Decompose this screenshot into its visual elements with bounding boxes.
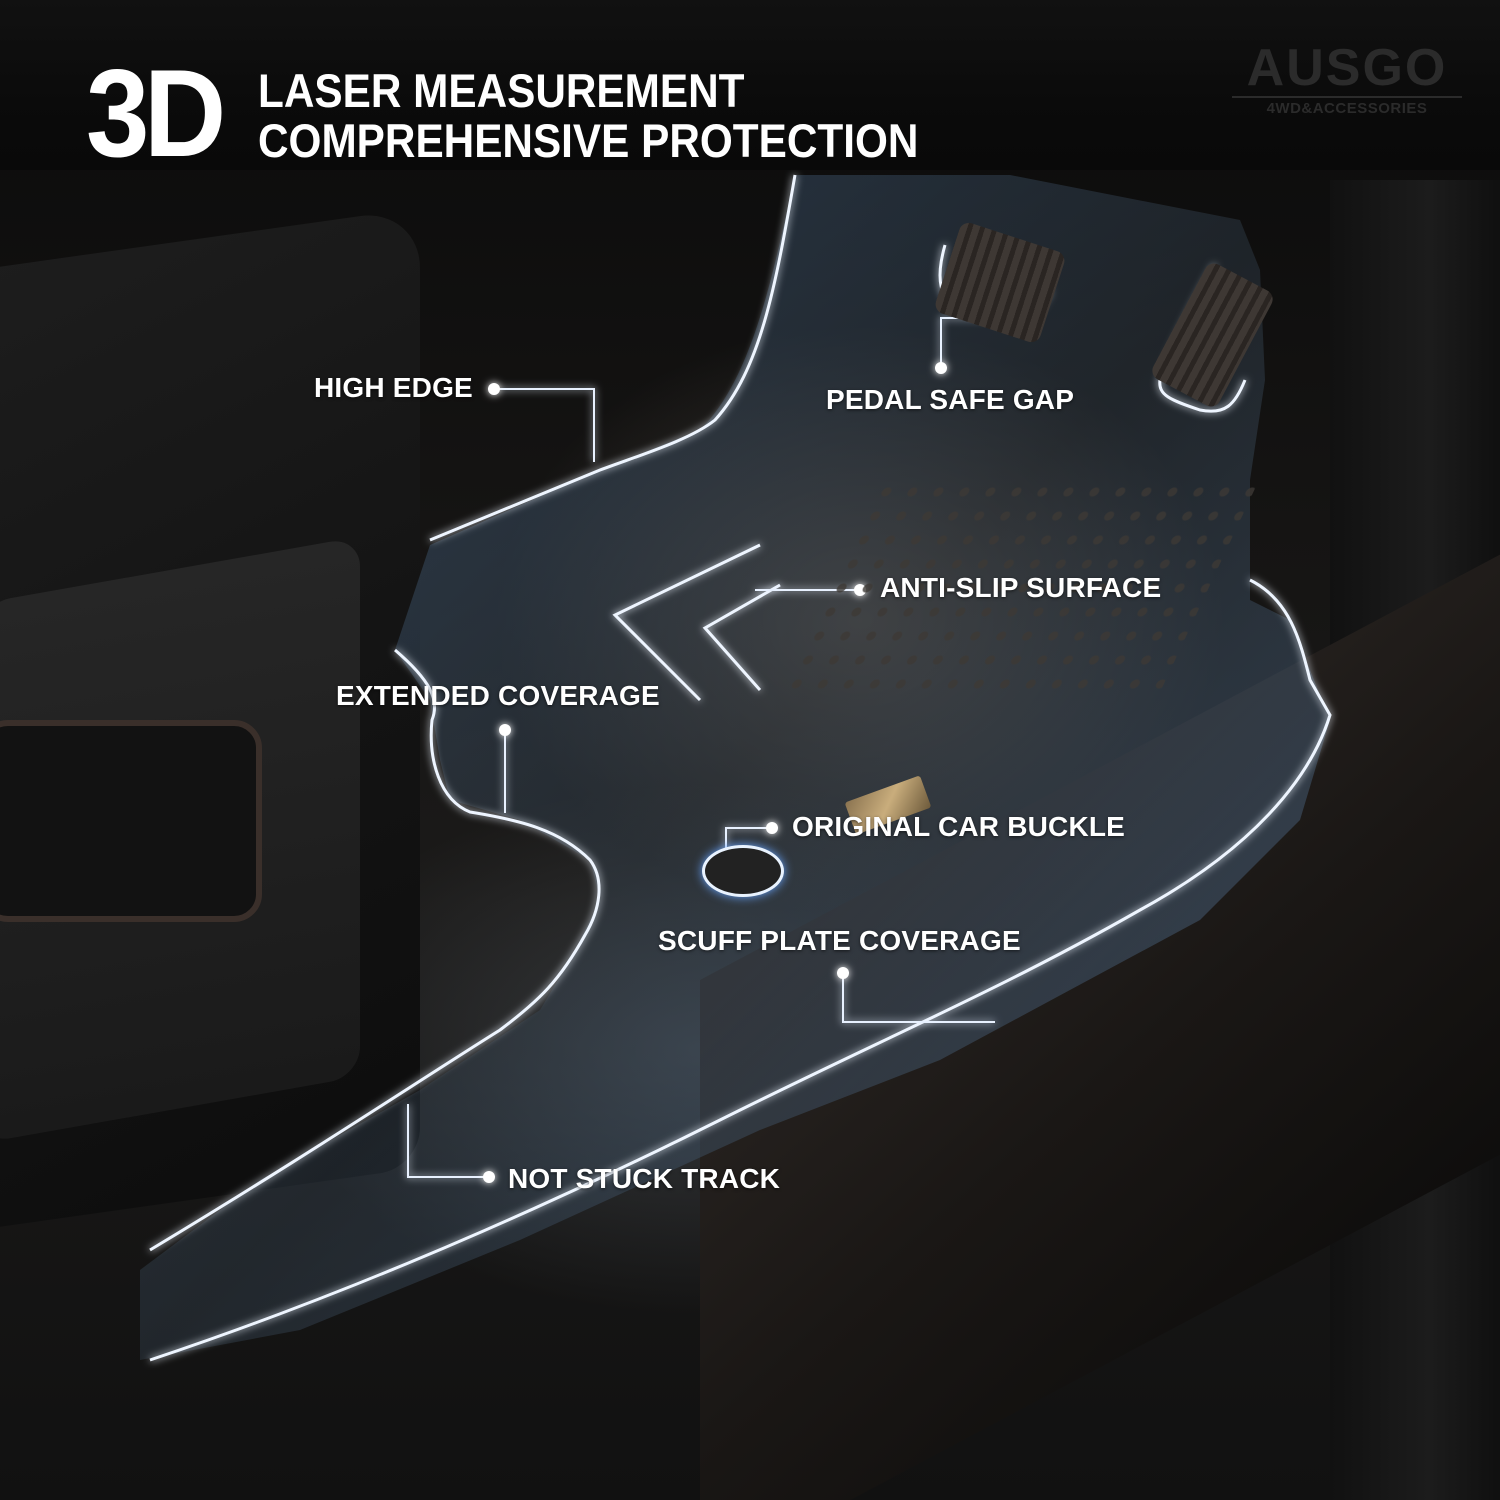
- brand-divider: [1232, 96, 1462, 98]
- callout-anti-slip-surface: ANTI-SLIP SURFACE: [880, 572, 1162, 603]
- callout-high-edge: HIGH EDGE: [314, 372, 473, 403]
- headline-line-2: COMPREHENSIVE PROTECTION: [258, 114, 919, 167]
- callout-extended-coverage: EXTENDED COVERAGE: [336, 680, 660, 711]
- car-buckle-anchor: [702, 845, 784, 897]
- 3d-badge-text: 3D: [86, 45, 226, 183]
- seat-adjust-handle: [0, 720, 262, 922]
- brand-tagline: 4WD&ACCESSORIES: [1266, 100, 1428, 117]
- header-band: [0, 0, 1500, 170]
- headline-line-1: LASER MEASUREMENT: [258, 64, 745, 117]
- callout-pedal-safe-gap: PEDAL SAFE GAP: [826, 384, 1075, 415]
- callout-original-car-buckle: ORIGINAL CAR BUCKLE: [792, 811, 1126, 842]
- callout-not-stuck-track: NOT STUCK TRACK: [508, 1163, 781, 1194]
- brand-name: AUSGO: [1246, 39, 1448, 97]
- headline: LASER MEASUREMENT COMPREHENSIVE PROTECTI…: [258, 66, 918, 166]
- brand-logo: AUSGO 4WD&ACCESSORIES: [1232, 42, 1462, 117]
- callout-scuff-plate-coverage: SCUFF PLATE COVERAGE: [658, 925, 1021, 956]
